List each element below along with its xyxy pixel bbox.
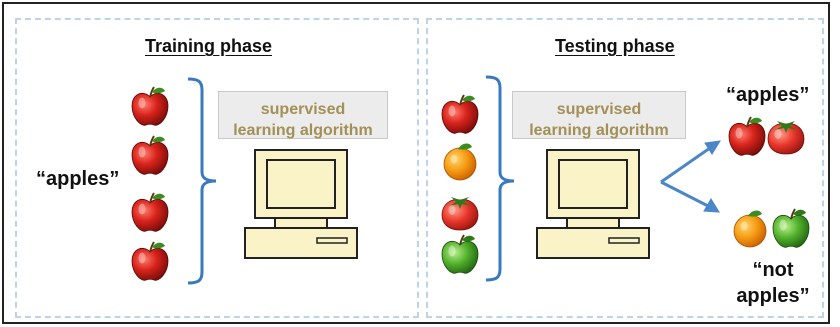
testing-panel bbox=[426, 18, 824, 318]
arrow-to-not-apples bbox=[660, 180, 709, 208]
green-apple-icon bbox=[772, 208, 810, 249]
orange-icon bbox=[733, 209, 767, 248]
training-algorithm-line1: supervised bbox=[260, 101, 346, 118]
red-apple-icon bbox=[131, 241, 169, 282]
testing-negative-label-line1: “not bbox=[752, 259, 794, 281]
training-title: Training phase bbox=[145, 36, 273, 56]
testing-algorithm-line1: supervised bbox=[556, 101, 642, 118]
arrow-to-apples-head bbox=[704, 140, 721, 155]
testing-bracket bbox=[485, 75, 515, 282]
training-panel bbox=[15, 18, 419, 318]
training-bracket bbox=[187, 77, 217, 285]
green-apple-icon bbox=[441, 234, 479, 275]
tomato-icon bbox=[441, 196, 479, 231]
tomato-icon bbox=[767, 120, 805, 155]
training-algorithm-line2: learning algorithm bbox=[233, 122, 373, 139]
testing-title: Testing phase bbox=[555, 36, 675, 56]
testing-computer-icon bbox=[536, 149, 650, 259]
testing-positive-label: “apples” bbox=[726, 84, 810, 106]
red-apple-icon bbox=[441, 94, 479, 135]
testing-algorithm-box: supervised learning algorithm bbox=[512, 91, 686, 139]
training-algorithm-box: supervised learning algorithm bbox=[218, 91, 388, 139]
training-input-label: “apples” bbox=[36, 168, 120, 190]
orange-icon bbox=[443, 142, 477, 181]
red-apple-icon bbox=[728, 116, 766, 157]
testing-algorithm-line2: learning algorithm bbox=[529, 122, 669, 139]
red-apple-icon bbox=[131, 135, 169, 176]
testing-negative-label: “not apples” bbox=[728, 257, 818, 309]
arrow-to-not-apples-head bbox=[703, 198, 720, 213]
training-computer-icon bbox=[244, 149, 358, 259]
arrow-to-apples bbox=[660, 146, 711, 184]
red-apple-icon bbox=[131, 86, 169, 127]
output-arrows bbox=[660, 140, 721, 213]
testing-negative-label-line2: apples” bbox=[736, 285, 810, 307]
red-apple-icon bbox=[131, 192, 169, 233]
